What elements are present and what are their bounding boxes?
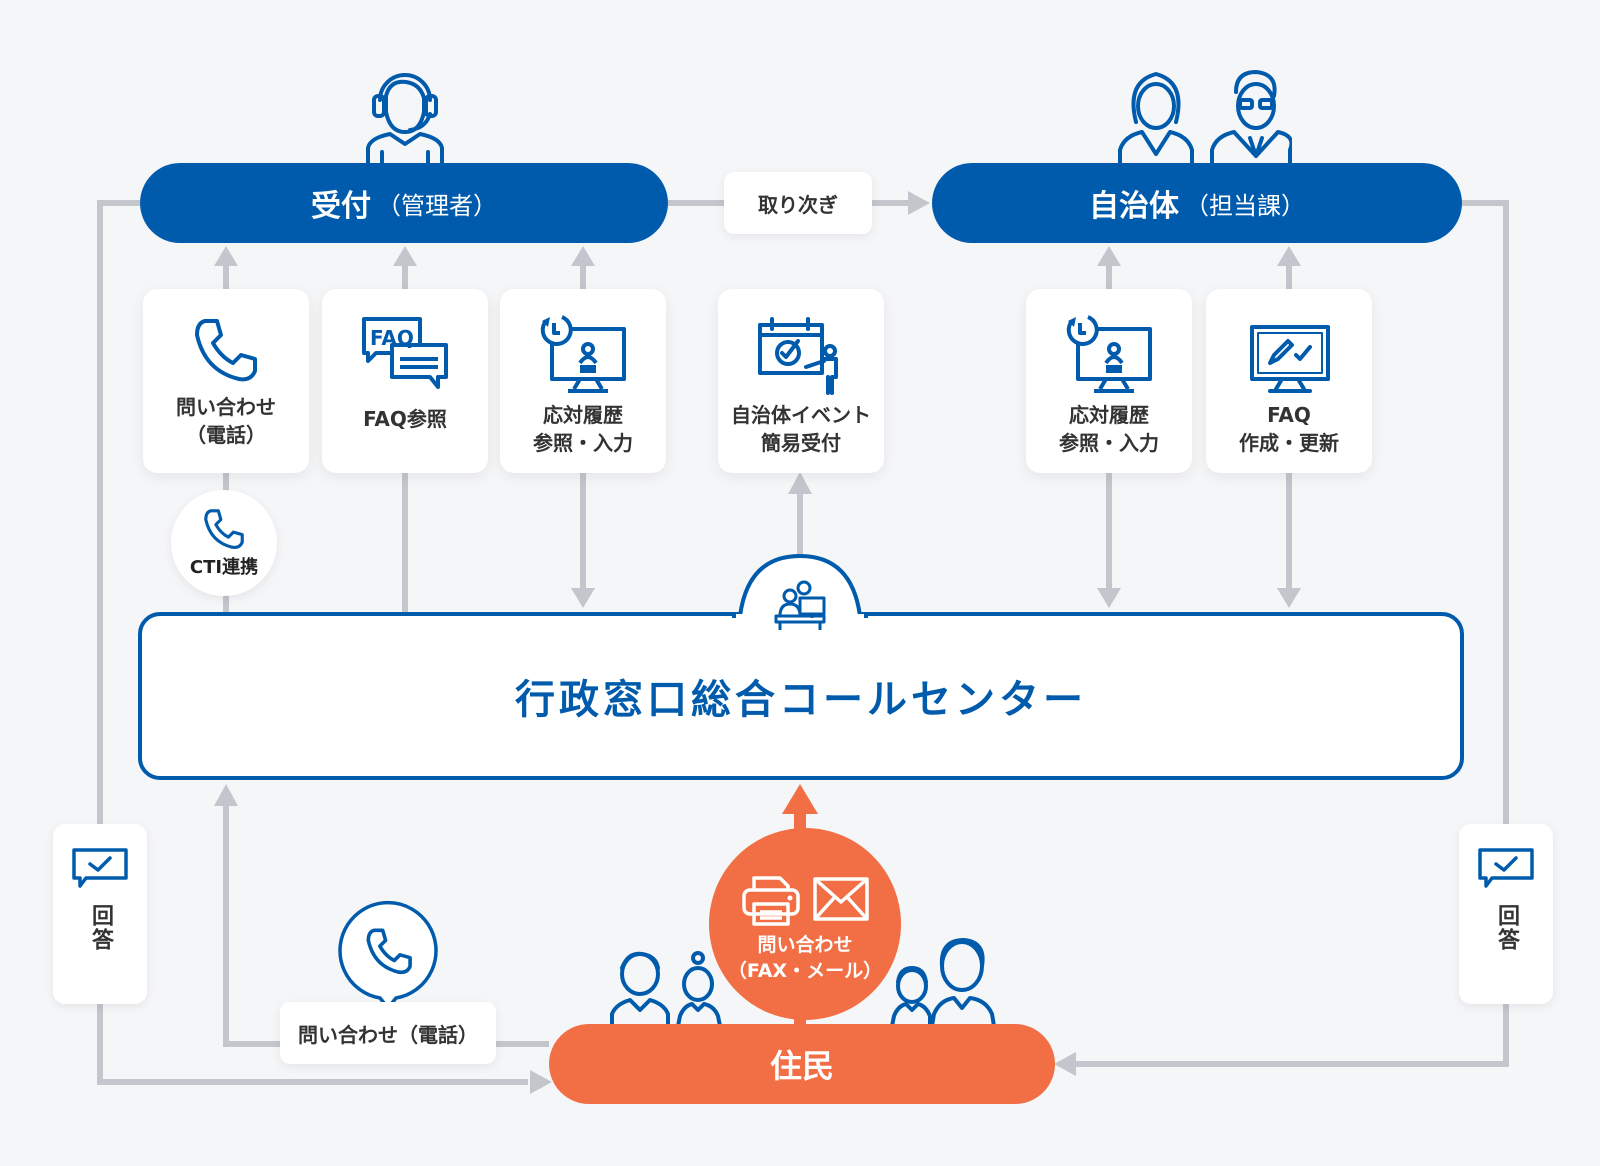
function-card-history-municipality: 応対履歴 参照・入力: [1026, 289, 1192, 473]
phone-pin-icon: [338, 900, 438, 1010]
function-label-line1: 応対履歴: [543, 403, 623, 427]
operator-headset-icon: [366, 73, 444, 166]
svg-text:FAQ: FAQ: [370, 326, 414, 350]
arrow-up-orange: [782, 784, 818, 814]
function-card-event: 自治体イベント 簡易受付: [718, 289, 884, 473]
call-center-box: [138, 612, 1464, 780]
answer-card-left: 回答: [53, 824, 147, 1004]
phone-inquiry-label: 問い合わせ（電話）: [280, 1002, 496, 1064]
residents-pill: 住民: [549, 1024, 1055, 1104]
cti-label: CTI連携: [189, 557, 259, 578]
arrow-left: [1054, 1052, 1076, 1076]
arrow-up: [214, 246, 238, 266]
residents-group-icon: [890, 938, 996, 1026]
municipality-subtitle: （担当課）: [1185, 191, 1305, 220]
function-label-line1: 自治体イベント: [731, 403, 871, 427]
event-calendar-presenter-icon: [758, 317, 838, 395]
history-monitor-icon: [540, 315, 626, 393]
reception-title: 受付: [311, 189, 371, 224]
municipality-title: 自治体: [1089, 189, 1179, 224]
function-card-faq-reference: FAQ FAQ参照: [322, 289, 488, 473]
arrow-down: [571, 588, 595, 608]
municipality-pill: 自治体 （担当課）: [932, 163, 1462, 243]
arrow-right: [908, 191, 930, 215]
edit-monitor-icon: [1250, 325, 1330, 393]
arrow-up: [1097, 246, 1121, 266]
handoff-label: 取り次ぎ: [724, 172, 872, 234]
phone-icon: [204, 509, 244, 549]
history-monitor-icon: [1066, 315, 1152, 393]
connector-reception-answer-left: [97, 200, 528, 1085]
function-label-line2: 作成・更新: [1239, 431, 1339, 455]
desk-operator-icon: [774, 580, 826, 630]
function-card-faq-edit: FAQ 作成・更新: [1206, 289, 1372, 473]
check-speech-bubble-icon: [72, 848, 128, 888]
phone-icon: [195, 319, 257, 382]
residents-label: 住民: [769, 1047, 834, 1085]
arrow-up: [214, 784, 238, 806]
function-label-line2: 参照・入力: [533, 431, 633, 455]
function-card-phone-inquiry: 問い合わせ （電話）: [143, 289, 309, 473]
function-label-line1: 問い合わせ: [176, 395, 276, 419]
function-label-line1: 応対履歴: [1069, 403, 1149, 427]
arrow-up: [1277, 246, 1301, 266]
function-label-line2: 簡易受付: [761, 431, 841, 455]
answer-label: 回答: [88, 904, 113, 952]
cti-integration-badge: CTI連携: [171, 490, 277, 596]
fax-icon: [742, 876, 800, 926]
fax-mail-inquiry-circle: 問い合わせ （FAX・メール）: [709, 828, 901, 1020]
call-center-title: 行政窓口総合コールセンター: [515, 677, 1087, 723]
connector-municipality-answer-right: [1066, 200, 1509, 1067]
residents-group-icon: [610, 951, 722, 1026]
arrow-down: [1277, 588, 1301, 608]
mail-icon: [813, 877, 869, 921]
fax-mail-line1: 問い合わせ: [757, 934, 853, 956]
faq-bubbles-icon: FAQ: [362, 317, 448, 389]
function-label-line2: 参照・入力: [1059, 431, 1159, 455]
function-card-history: 応対履歴 参照・入力: [500, 289, 666, 473]
answer-card-right: 回答: [1459, 824, 1553, 1004]
function-label-line1: FAQ: [1267, 403, 1311, 427]
arrow-right: [530, 1070, 552, 1094]
fax-mail-line2: （FAX・メール）: [727, 960, 883, 982]
reception-pill: 受付 （管理者）: [140, 163, 668, 243]
function-label-line1: FAQ参照: [363, 407, 447, 431]
answer-label: 回答: [1494, 904, 1519, 952]
arrow-down: [1097, 588, 1121, 608]
arrow-up: [788, 472, 812, 494]
reception-subtitle: （管理者）: [377, 191, 497, 220]
arrow-up: [571, 246, 595, 266]
function-label-line2: （電話）: [186, 423, 266, 447]
arrow-up: [393, 246, 417, 266]
check-speech-bubble-icon: [1478, 848, 1534, 888]
staff-pair-icon: [1118, 70, 1292, 166]
